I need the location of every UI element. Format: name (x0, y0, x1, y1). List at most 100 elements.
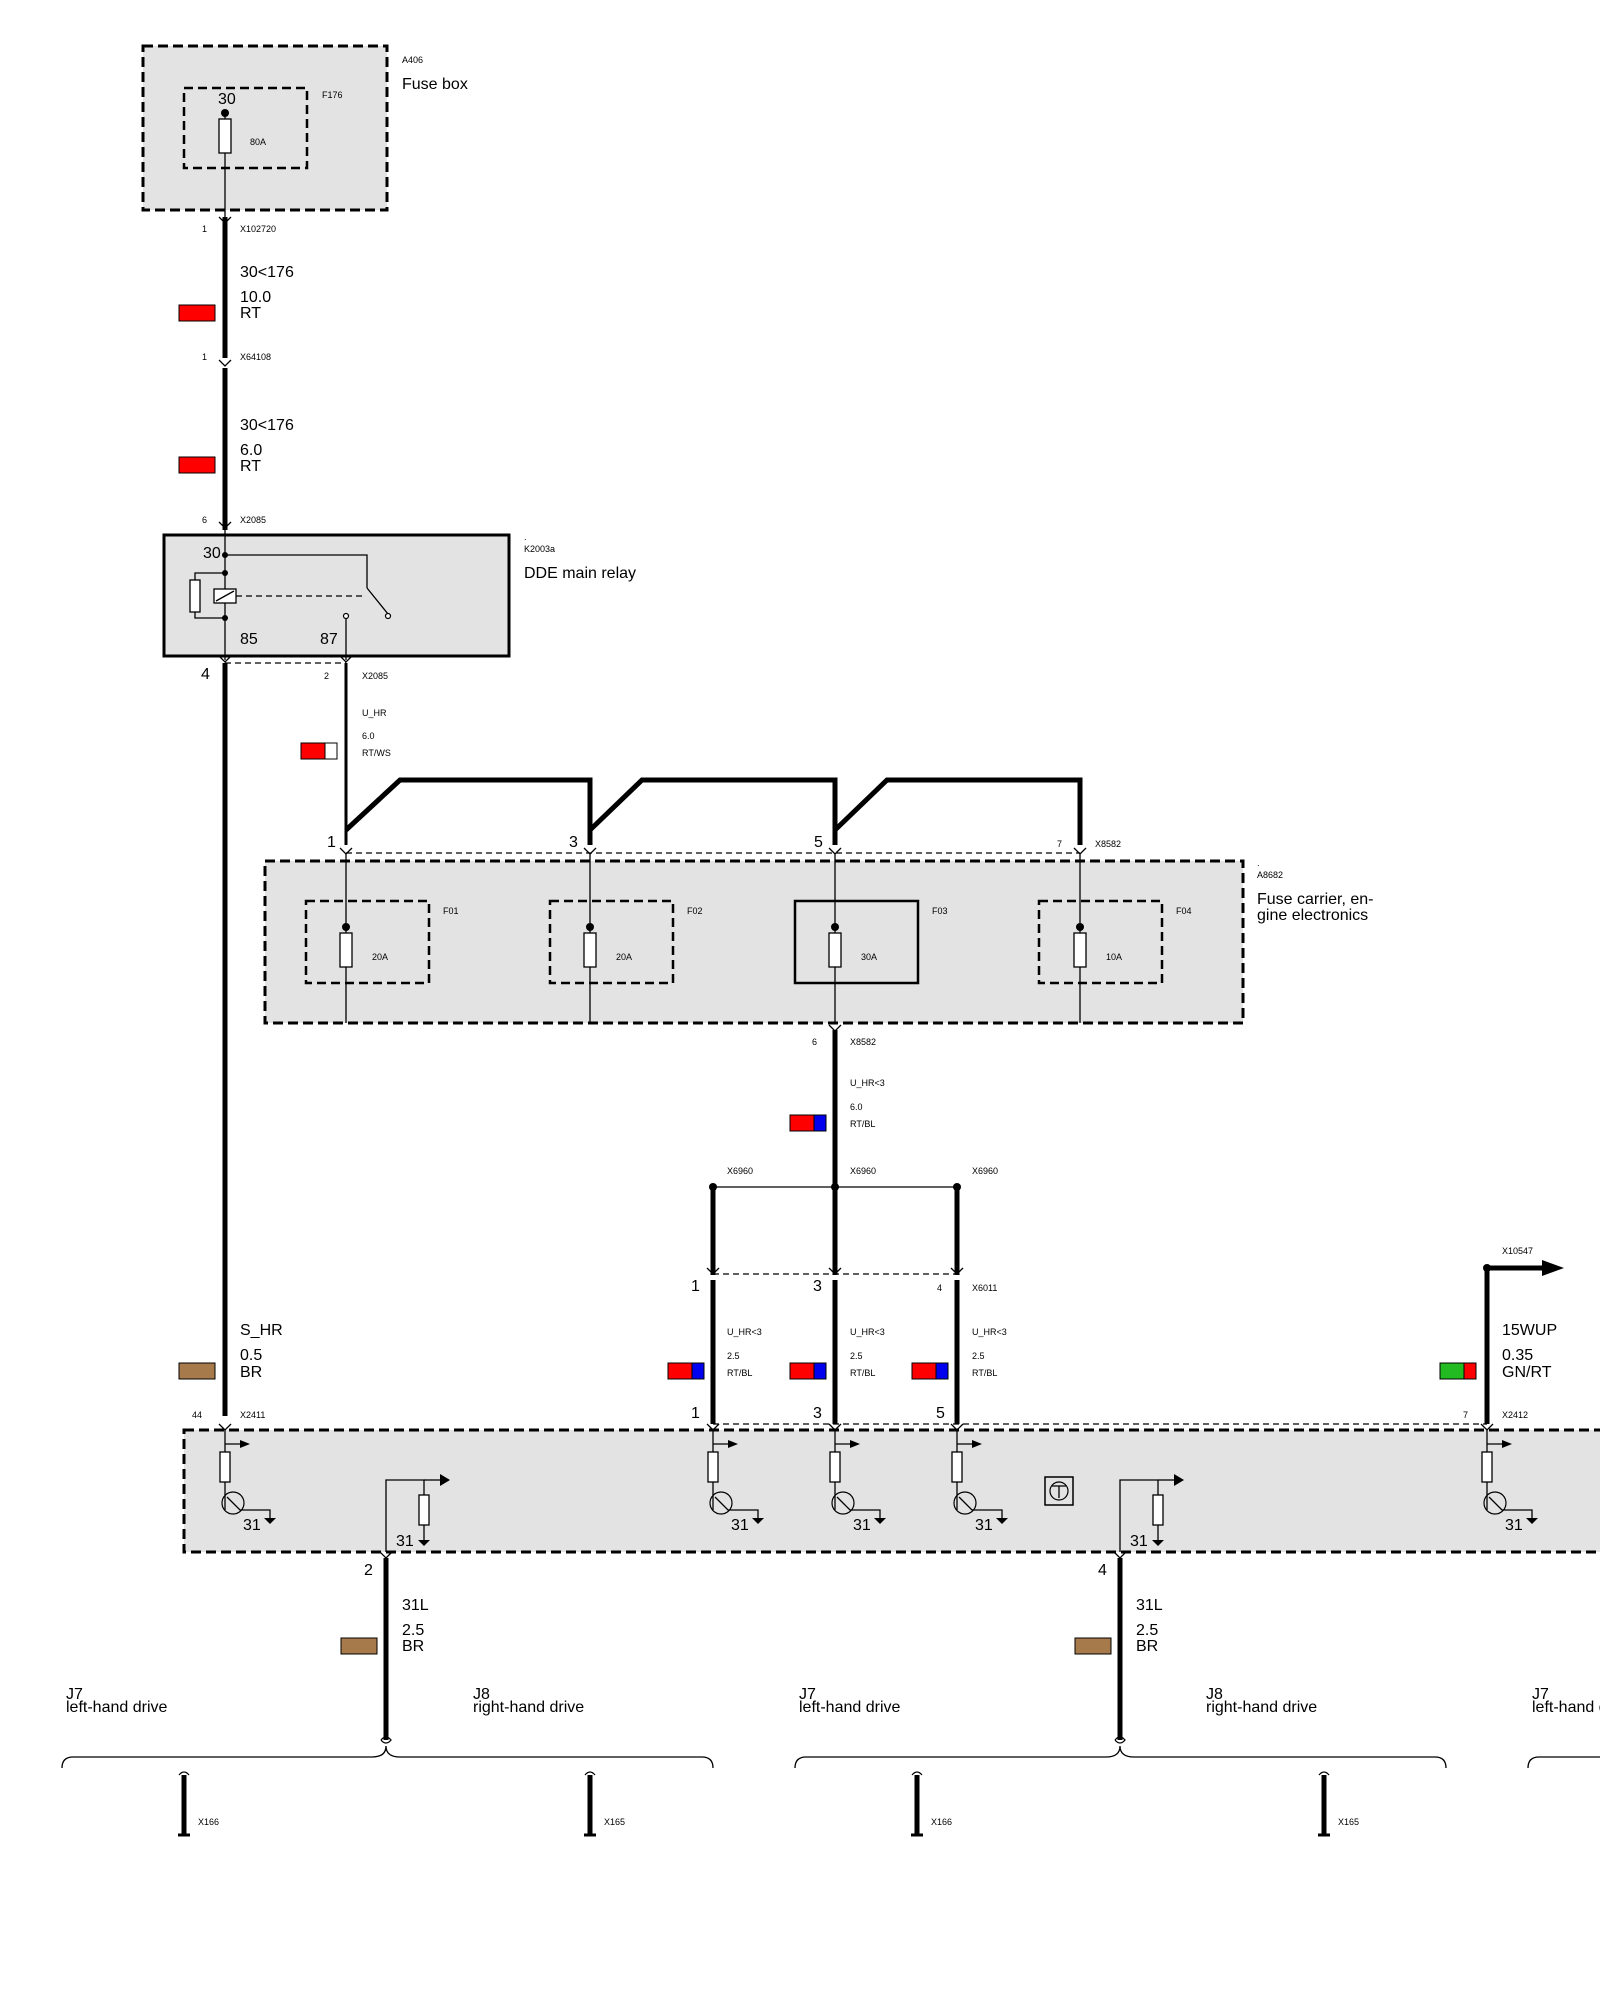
ground-wire-1-color: BR (402, 1638, 424, 1655)
branch-wires[interactable] (710, 1280, 960, 1424)
uhr-gauge: 6.0 (362, 731, 375, 741)
wire1-connector-bottom: X64108 (240, 352, 271, 362)
wire2-gauge: 6.0 (240, 442, 262, 459)
carrier-pin-7: 7 (1057, 839, 1062, 849)
input-stage-shr (219, 1430, 276, 1524)
input-stage-15wup (1481, 1430, 1538, 1524)
fuse-box-ref: A406 (402, 55, 423, 65)
wire2-color-swatch (178, 456, 216, 474)
wire-15wup[interactable] (1483, 1260, 1564, 1424)
carrier-pin-3: 3 (569, 834, 578, 851)
ground-wire-2[interactable] (1114, 1558, 1126, 1744)
variant-braces (61, 1745, 1600, 1769)
lower-connector-x166-b[interactable] (911, 1771, 923, 1837)
carrier-title-line1: Fuse carrier, en- (1257, 891, 1373, 908)
branch1-swatch-rt (667, 1362, 693, 1380)
lower-connector-x165-b[interactable] (1318, 1771, 1330, 1837)
branch-connector: X6011 (972, 1283, 997, 1293)
wire-15wup-gauge: 0.35 (1502, 1347, 1533, 1364)
ground-output-right (1119, 1474, 1184, 1552)
lower-connector-x166-a[interactable] (178, 1771, 190, 1837)
wire2-connector-bottom: X2085 (240, 515, 266, 525)
relay-connector-out: X2085 (362, 671, 388, 681)
variant-4-label: right-hand drive (1206, 1699, 1317, 1716)
ground-wire-1-gauge: 2.5 (402, 1622, 424, 1639)
module-ground-7: 31 (1130, 1533, 1148, 1550)
fuse-carrier[interactable]: . A8682 Fuse carrier, en- gine electroni… (263, 853, 1373, 1025)
variant-2-label: right-hand drive (473, 1699, 584, 1716)
wire-15wup-connector: X2412 (1502, 1410, 1528, 1420)
variant-5-label: left-hand d (1532, 1699, 1600, 1716)
fuse-f01-rating: 20A (372, 952, 388, 962)
fuse-f03-rating: 30A (861, 952, 877, 962)
dde-main-relay[interactable]: . K2003a DDE main relay 30 85 87 (162, 528, 636, 660)
input-stage-1 (707, 1430, 764, 1524)
fuse-box-terminal: 30 (218, 91, 236, 108)
ground-wire-2-color: BR (1136, 1638, 1158, 1655)
fuse-f04-rating: 10A (1106, 952, 1122, 962)
shr-signal: S_HR (240, 1322, 283, 1339)
splice-x6960[interactable] (709, 1183, 961, 1275)
relay-term-30: 30 (203, 545, 221, 562)
wire1-pin-top: 1 (202, 224, 207, 234)
wire1-gauge: 10.0 (240, 289, 271, 306)
branch-pin-top-4: 4 (937, 1283, 942, 1293)
fuse-f03-ref: F03 (932, 906, 948, 916)
uhr-color-swatch-ws (324, 742, 338, 760)
branch3-gauge: 2.5 (972, 1351, 985, 1361)
fuse-f01-ref: F01 (443, 906, 459, 916)
fuse-f176-rating: 80A (250, 137, 266, 147)
control-module[interactable]: 31 31 31 31 (182, 1423, 1600, 1554)
fuse-f02-rating: 20A (616, 952, 632, 962)
uhr-color: RT/WS (362, 748, 391, 758)
module-ground-1: 31 (243, 1517, 261, 1534)
wire-15wup-connector-top: X10547 (1502, 1246, 1533, 1256)
supply-wire[interactable] (218, 216, 232, 1416)
module-ground-2: 31 (731, 1517, 749, 1534)
fuse-box[interactable]: . A406 Fuse box F176 30 80A (141, 44, 468, 217)
module-ground-6: 31 (396, 1533, 414, 1550)
relay-pin-85-out: 4 (201, 666, 210, 683)
ground-wire-1[interactable] (380, 1558, 392, 1744)
lower-connector-x166-b-label: X166 (931, 1817, 952, 1827)
ground-wire-1-swatch (340, 1637, 378, 1655)
branch2-swatch-bl (813, 1362, 827, 1380)
fuse-f02-symbol (583, 932, 597, 968)
branch-pin-top-1: 1 (691, 1278, 700, 1295)
uhr3-color-swatch-rt (789, 1114, 815, 1132)
branch2-swatch-rt (789, 1362, 815, 1380)
relay-pin-87-out: 2 (324, 671, 329, 681)
module-ground-4: 31 (975, 1517, 993, 1534)
carrier-title-line2: gine electronics (1257, 907, 1368, 924)
wire1-color-swatch (178, 304, 216, 322)
branch1-signal: U_HR<3 (727, 1327, 762, 1337)
svg-text:.: . (524, 532, 527, 542)
branch-pin-top-3: 3 (813, 1278, 822, 1295)
carrier-out-connector: X8582 (850, 1037, 876, 1047)
lower-connector-x165-a-label: X165 (604, 1817, 625, 1827)
carrier-connector: X8582 (1095, 839, 1121, 849)
fuse-box-title: Fuse box (402, 76, 468, 93)
carrier-pin-5: 5 (814, 834, 823, 851)
branch2-signal: U_HR<3 (850, 1327, 885, 1337)
branch-pin-bottom-5: 5 (936, 1405, 945, 1422)
wire1-signal: 30<176 (240, 264, 294, 281)
fuse-f02-ref: F02 (687, 906, 703, 916)
carrier-pin-1: 1 (327, 834, 336, 851)
relay-title: DDE main relay (524, 565, 636, 582)
branch3-signal: U_HR<3 (972, 1327, 1007, 1337)
fuse-f176-symbol (218, 118, 232, 154)
wire2-color: RT (240, 458, 261, 475)
shr-color: BR (240, 1364, 262, 1381)
uhr-wire[interactable] (344, 663, 1083, 845)
wire2-pin-bottom: 6 (202, 515, 207, 525)
relay-resistor (189, 579, 201, 613)
lower-connector-x165-a[interactable] (584, 1771, 596, 1837)
svg-text:.: . (1257, 858, 1260, 868)
ground-wire-2-signal: 31L (1136, 1597, 1163, 1614)
wire-15wup-swatch-gn (1439, 1362, 1465, 1380)
relay-term-87: 87 (320, 631, 338, 648)
shr-connector: X2411 (240, 1410, 265, 1420)
uhr3-color-swatch-bl (813, 1114, 827, 1132)
